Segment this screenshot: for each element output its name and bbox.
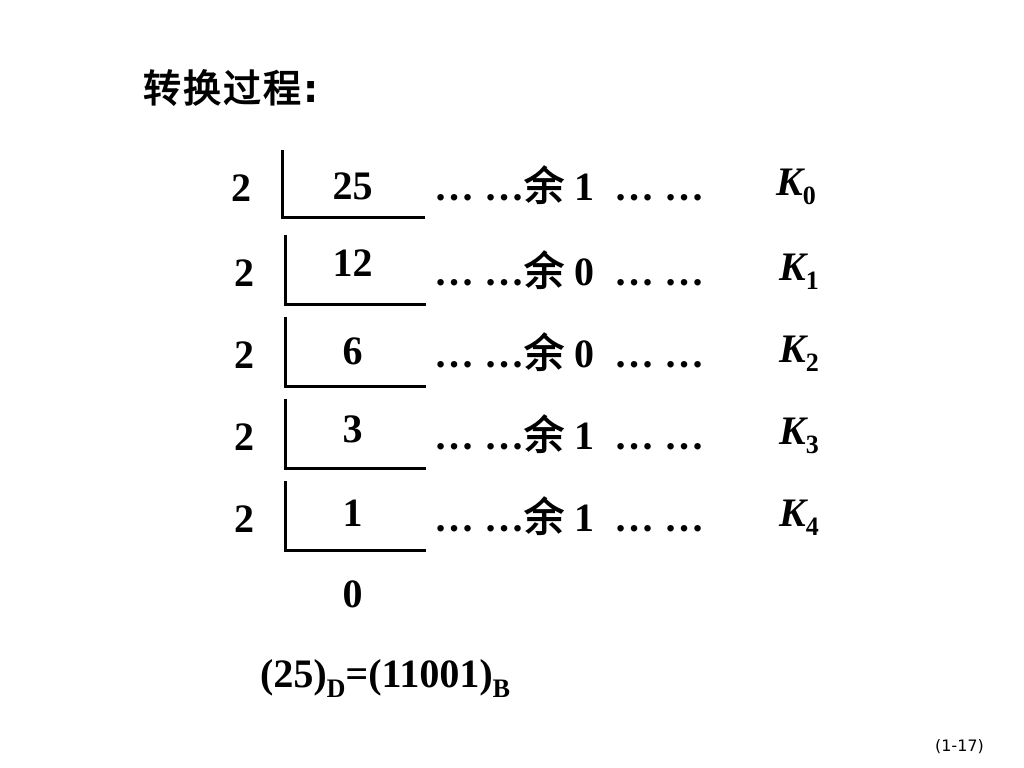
division-bracket-horizontal [284,385,426,388]
dots-left: … … [434,164,524,209]
division-row: 2 12 … …余 0 … … K1 [0,235,1024,315]
division-bracket-vertical [284,481,287,551]
binary-subscript: B [492,674,510,703]
slide-title: 转换过程: [143,67,321,111]
dots-right: … … [614,413,704,458]
coefficient-label: K2 [779,325,819,378]
dots-left: … … [434,495,524,540]
decimal-subscript: D [326,674,346,703]
coefficient-letter: K [779,326,806,371]
quotient: 12 [332,240,373,285]
division-row: 2 25 … …余 1 … … K0 [0,150,1024,230]
coefficient-label: K4 [779,489,819,542]
division-bracket-horizontal [284,303,426,306]
dots-left: … … [434,331,524,376]
division-row: 2 6 … …余 0 … … K2 [0,317,1024,397]
division-bracket-horizontal [284,549,426,552]
division-bracket-vertical [284,235,287,305]
coefficient-index: 0 [802,181,816,210]
decimal-value: (25) [260,651,327,696]
page-number: (1-17) [935,736,984,755]
coefficient-label: K1 [779,243,819,296]
remainder-text: … …余 0 … … [434,239,704,297]
dividend: 25 [332,163,373,208]
remainder-word: 余 [524,164,564,210]
divisor: 2 [234,414,254,459]
remainder-word: 余 [524,331,564,377]
quotient: 1 [342,490,363,535]
dots-left: … … [434,249,524,294]
coefficient-index: 3 [805,430,819,459]
coefficient-label: K3 [779,407,819,460]
dots-right: … … [614,249,704,294]
quotient: 3 [342,406,363,451]
coefficient-letter: K [779,408,806,453]
remainder-value: 0 [574,331,594,376]
remainder-value: 0 [574,249,594,294]
quotient: 6 [342,328,363,373]
binary-value: (11001) [368,651,493,696]
division-bracket-vertical [284,317,287,387]
remainder-text: … …余 1 … … [434,403,704,461]
coefficient-letter: K [779,244,806,289]
division-bracket-horizontal [284,467,426,470]
remainder-value: 1 [574,164,594,209]
coefficient-index: 1 [805,266,819,295]
divisor: 2 [234,250,254,295]
divisor: 2 [234,496,254,541]
remainder-value: 1 [574,495,594,540]
remainder-word: 余 [524,249,564,295]
remainder-word: 余 [524,413,564,459]
coefficient-letter: K [779,490,806,535]
dots-right: … … [614,495,704,540]
coefficient-letter: K [776,159,803,204]
remainder-text: … …余 1 … … [434,154,704,212]
equals-sign: = [345,651,369,696]
conversion-result: (25)D=(11001)B [260,650,510,704]
division-row: 2 1 … …余 1 … … K4 [0,481,1024,561]
dots-right: … … [614,164,704,209]
division-bracket-vertical [281,150,284,218]
remainder-text: … …余 0 … … [434,321,704,379]
division-bracket-vertical [284,399,287,469]
dots-left: … … [434,413,524,458]
dots-right: … … [614,331,704,376]
coefficient-label: K0 [776,158,816,211]
remainder-word: 余 [524,495,564,541]
coefficient-index: 2 [805,348,819,377]
coefficient-index: 4 [805,512,819,541]
remainder-text: … …余 1 … … [434,485,704,543]
divisor: 2 [234,332,254,377]
remainder-value: 1 [574,413,594,458]
division-row: 2 3 … …余 1 … … K3 [0,399,1024,479]
division-bracket-horizontal [281,216,425,219]
final-quotient: 0 [342,571,363,616]
divisor: 2 [231,165,251,210]
